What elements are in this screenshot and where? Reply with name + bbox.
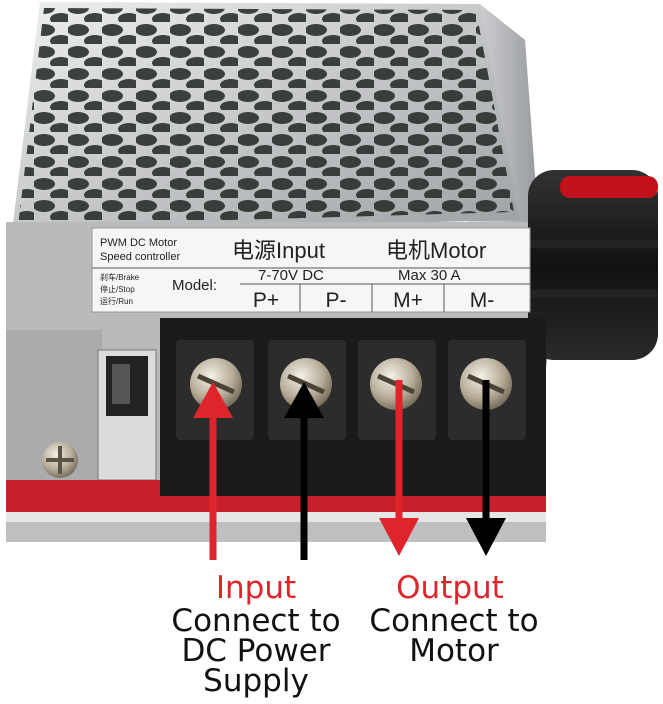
terminal-label-m-plus: M+ [393, 289, 423, 312]
label-mode-stop: 停止/Stop [100, 284, 135, 294]
input-negative-arrow [284, 382, 324, 560]
ventilation-holes [18, 8, 514, 226]
product-label [91, 227, 531, 313]
output-annotation-line2: Motor [409, 633, 499, 669]
output-negative-arrow [466, 380, 506, 556]
speed-knob-icon [528, 170, 658, 360]
input-annotation-line3: Supply [203, 663, 309, 699]
label-model: Model: [172, 277, 217, 294]
toggle-switch-icon [97, 349, 157, 481]
label-mode-brake: 刹车/Brake [100, 272, 140, 282]
label-input-voltage: 7-70V DC [258, 267, 324, 284]
output-annotation-title: Output [396, 570, 504, 606]
output-positive-arrow [379, 380, 419, 556]
output-annotation-line1: Connect to [369, 603, 539, 639]
input-annotation-title: Input [215, 570, 297, 606]
label-motor-header: 电机Motor [386, 238, 486, 263]
input-annotation-line1: Connect to [171, 603, 341, 639]
label-input-header: 电源Input [232, 238, 325, 263]
label-motor-current: Max 30 A [398, 267, 461, 284]
input-annotation-line2: DC Power [181, 633, 331, 669]
terminal-label-p-plus: P+ [253, 289, 279, 312]
label-mode-run: 运行/Run [100, 296, 133, 306]
terminal-label-m-minus: M- [470, 289, 495, 312]
input-positive-arrow [193, 382, 233, 560]
terminal-label-p-minus: P- [326, 289, 347, 312]
label-title-line1: PWM DC Motor [100, 237, 177, 249]
mounting-screw-icon [42, 442, 78, 478]
label-title-line2: Speed controller [100, 251, 180, 263]
